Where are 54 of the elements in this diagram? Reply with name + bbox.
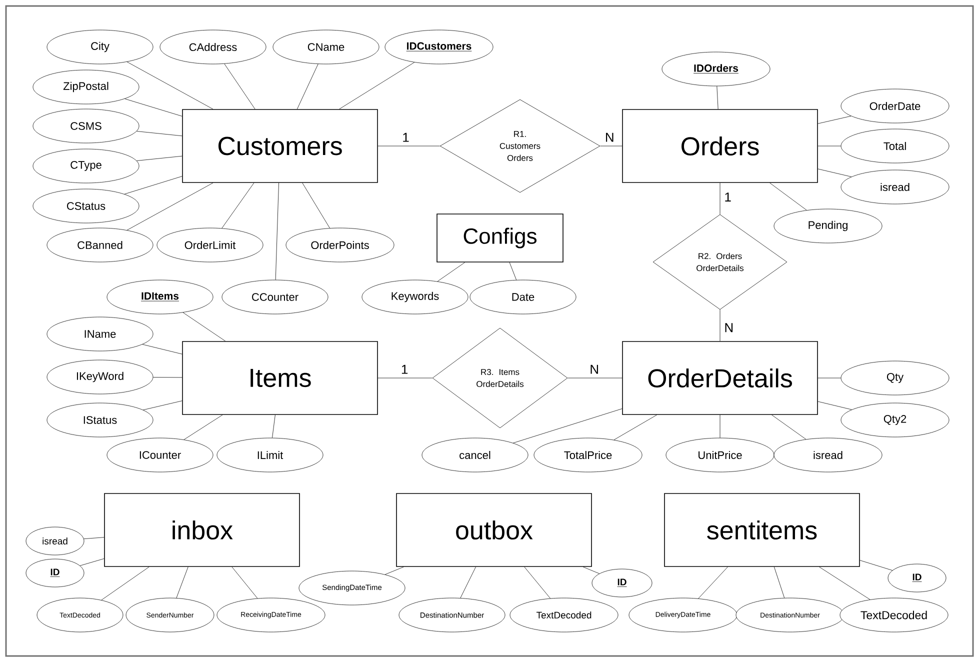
cardinality-label: N	[604, 132, 616, 143]
connector-line	[275, 182, 279, 280]
connector-line	[582, 566, 600, 574]
connector-line	[339, 62, 415, 110]
connector-line	[182, 312, 226, 342]
connector-line	[136, 131, 182, 136]
connector-line	[224, 64, 256, 110]
connector-line	[176, 566, 188, 598]
cardinality-label: 1	[400, 364, 410, 375]
entity-box: Orders	[622, 109, 818, 183]
connector-line	[296, 64, 318, 110]
connector-line	[460, 566, 476, 598]
connector-line	[101, 566, 150, 600]
connector-line	[126, 62, 214, 110]
connector-line	[142, 344, 182, 354]
connector-line	[222, 182, 254, 228]
connector-line	[124, 98, 182, 116]
connector-line	[184, 414, 223, 440]
connector-line	[698, 566, 728, 599]
connector-line	[614, 414, 657, 440]
entity-box: Configs	[436, 214, 564, 262]
entity-box: outbox	[396, 493, 592, 567]
entity-box: Items	[182, 341, 378, 415]
connector-line	[818, 168, 852, 177]
connector-line	[770, 182, 807, 210]
connector-line	[302, 182, 330, 228]
cardinality-label: 1	[401, 132, 410, 143]
connector-line	[524, 566, 550, 599]
connector-line	[716, 86, 718, 110]
connector-line	[818, 401, 852, 410]
connector-line	[272, 414, 276, 438]
connector-line	[860, 560, 893, 571]
connector-line	[80, 558, 104, 566]
entity-box: OrderDetails	[622, 341, 818, 415]
connector-line	[512, 408, 622, 444]
connector-line	[384, 566, 404, 575]
connector-line	[819, 566, 870, 600]
cardinality-label: N	[723, 322, 735, 334]
connector-line	[509, 262, 517, 280]
connector-line	[774, 566, 785, 598]
cardinality-label: 1	[723, 192, 732, 202]
connector-line	[232, 566, 258, 599]
connector-line	[84, 537, 104, 540]
connector-line	[136, 156, 182, 161]
entity-box: inbox	[104, 493, 300, 567]
entity-box: Customers	[182, 109, 378, 183]
entity-box: sentitems	[664, 493, 860, 567]
connector-line	[818, 116, 852, 124]
connector-line	[142, 400, 182, 410]
connector-line	[153, 377, 182, 378]
connector-line	[772, 414, 806, 440]
cardinality-label: N	[588, 364, 600, 375]
connector-line	[124, 176, 182, 194]
connector-line	[437, 262, 466, 282]
